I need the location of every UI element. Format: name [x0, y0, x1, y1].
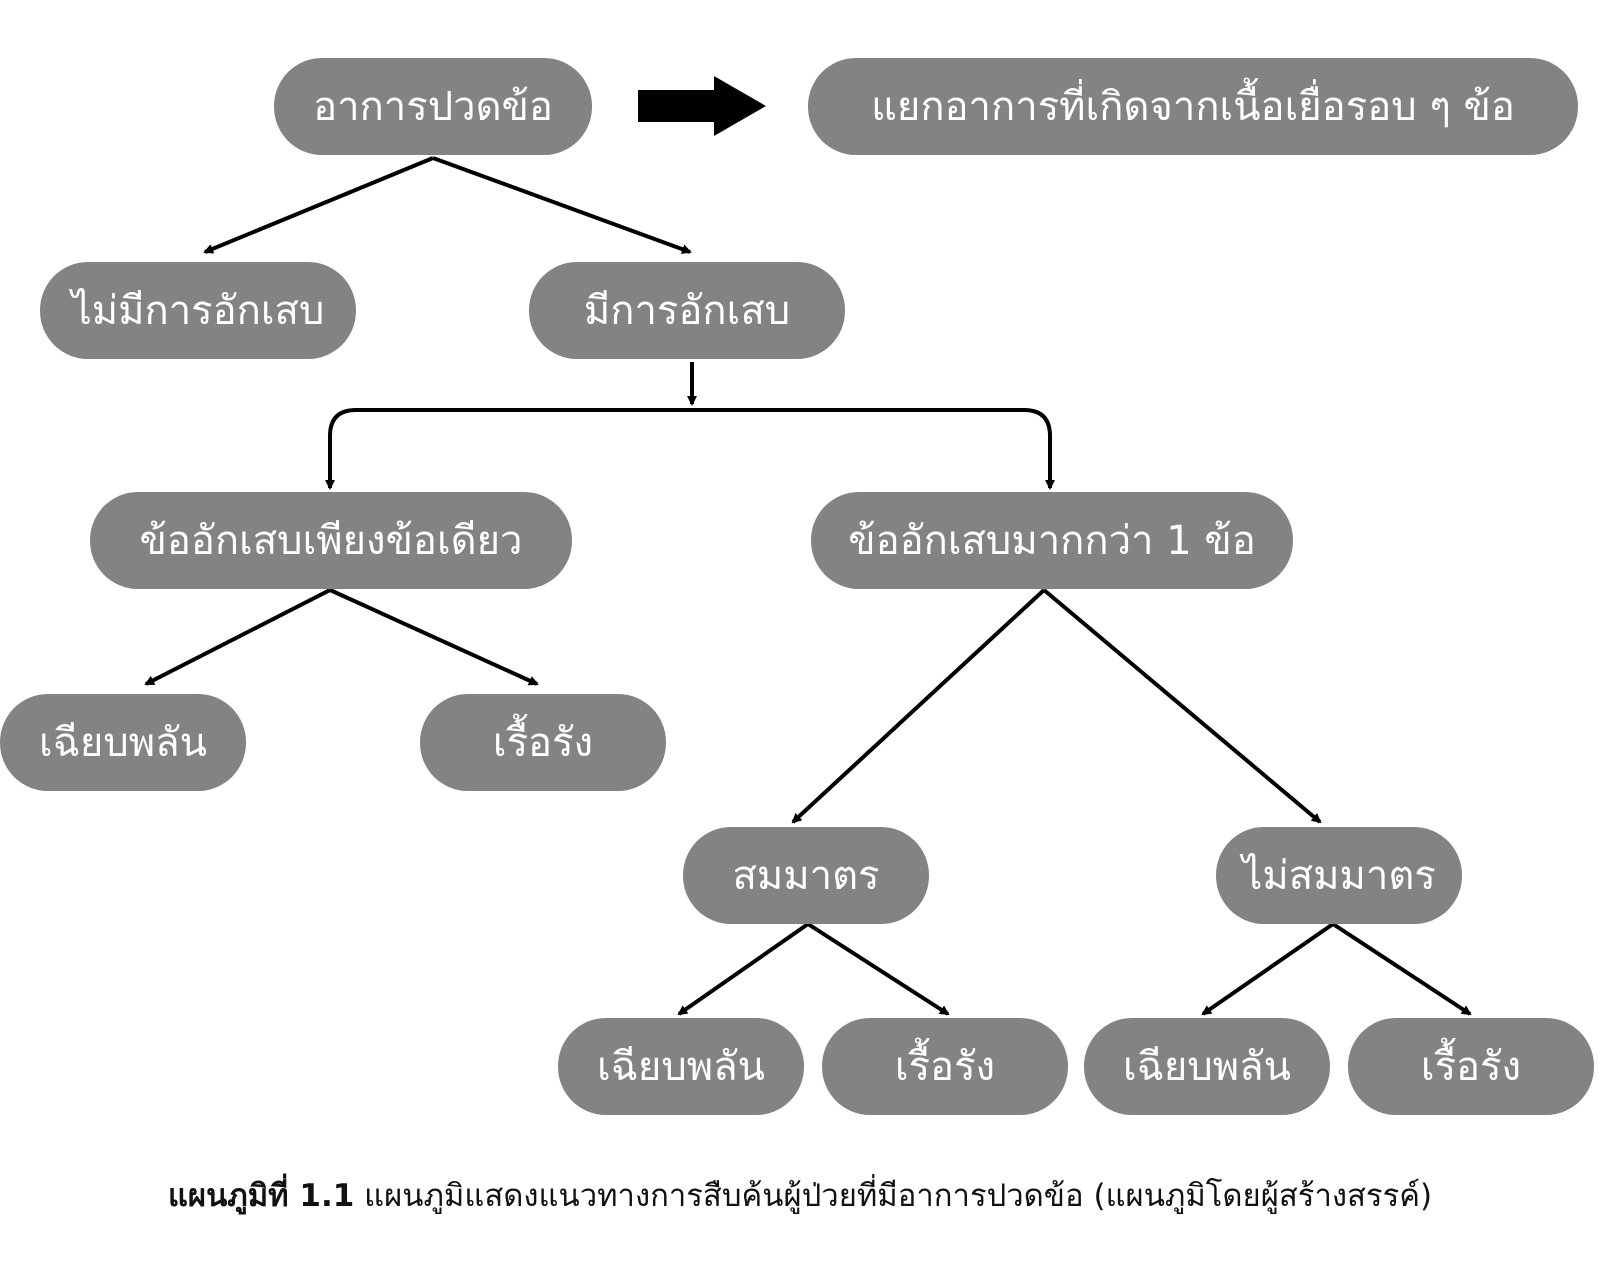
node-inflammation: มีการอักเสบ — [529, 262, 845, 359]
svg-text:มีการอักเสบ: มีการอักเสบ — [584, 288, 790, 334]
edge-multi-to-symmetric — [791, 588, 1046, 824]
edge-symmetric-to-chronic — [806, 922, 950, 1016]
svg-text:ไม่สมมาตร: ไม่สมมาตร — [1239, 853, 1436, 899]
node-multi-joint: ข้ออักเสบมากกว่า 1 ข้อ — [811, 492, 1293, 589]
node-asym-chronic: เรื้อรัง — [1348, 1018, 1594, 1115]
edge-asymmetric-to-chronic — [1331, 922, 1472, 1016]
svg-text:เรื้อรัง: เรื้อรัง — [493, 713, 593, 766]
caption-label: แผนภูมิที่ 1.1 — [167, 1178, 355, 1214]
svg-text:เฉียบพลัน: เฉียบพลัน — [1123, 1044, 1291, 1090]
caption-text: แผนภูมิแสดงแนวทางการสืบค้นผู้ป่วยที่มีอา… — [354, 1178, 1433, 1214]
svg-text:ไม่มีการอักเสบ: ไม่มีการอักเสบ — [69, 288, 325, 334]
svg-text:ข้ออักเสบเพียงข้อเดียว: ข้ออักเสบเพียงข้อเดียว — [139, 518, 522, 564]
svg-text:สมมาตร: สมมาตร — [732, 853, 879, 899]
node-asymmetric: ไม่สมมาตร — [1216, 827, 1462, 924]
edge-single-to-chronic — [329, 588, 539, 686]
edge-asymmetric-to-acute — [1201, 922, 1335, 1016]
edges — [144, 76, 1472, 1016]
edge-root-to-no-inflammation — [203, 156, 434, 254]
svg-text:เฉียบพลัน: เฉียบพลัน — [597, 1044, 765, 1090]
svg-text:เรื้อรัง: เรื้อรัง — [895, 1037, 995, 1090]
big-right-arrow — [638, 76, 766, 136]
svg-text:อาการปวดข้อ: อาการปวดข้อ — [313, 84, 553, 130]
svg-text:แยกอาการที่เกิดจากเนื้อเยื่อรอ: แยกอาการที่เกิดจากเนื้อเยื่อรอบ ๆ ข้อ — [871, 77, 1515, 130]
node-note: แยกอาการที่เกิดจากเนื้อเยื่อรอบ ๆ ข้อ — [808, 58, 1578, 155]
figure-caption: แผนภูมิที่ 1.1 แผนภูมิแสดงแนวทางการสืบค้… — [0, 1170, 1600, 1220]
node-single-acute: เฉียบพลัน — [0, 694, 246, 791]
node-asym-acute: เฉียบพลัน — [1084, 1018, 1330, 1115]
svg-text:เฉียบพลัน: เฉียบพลัน — [39, 720, 207, 766]
svg-text:เรื้อรัง: เรื้อรัง — [1421, 1037, 1521, 1090]
node-no-inflammation: ไม่มีการอักเสบ — [40, 262, 356, 359]
edge-root-to-inflammation — [432, 156, 692, 254]
node-symmetric: สมมาตร — [683, 827, 929, 924]
node-sym-acute: เฉียบพลัน — [558, 1018, 804, 1115]
svg-text:ข้ออักเสบมากกว่า 1 ข้อ: ข้ออักเสบมากกว่า 1 ข้อ — [848, 518, 1256, 564]
edge-symmetric-to-acute — [677, 922, 810, 1016]
node-single-chronic: เรื้อรัง — [420, 694, 666, 791]
node-single-joint: ข้ออักเสบเพียงข้อเดียว — [90, 492, 572, 589]
edge-branch-bar — [328, 408, 1052, 488]
node-root: อาการปวดข้อ — [274, 58, 592, 155]
edge-single-to-acute — [144, 588, 331, 686]
node-sym-chronic: เรื้อรัง — [822, 1018, 1068, 1115]
edge-multi-to-asymmetric — [1042, 588, 1322, 824]
